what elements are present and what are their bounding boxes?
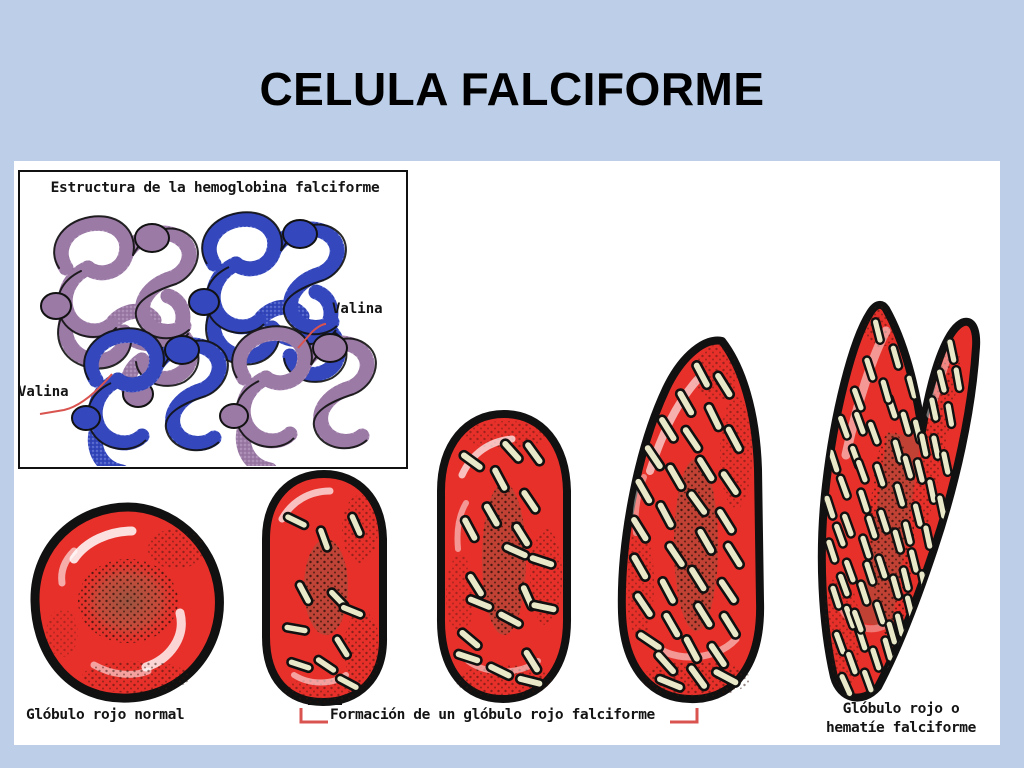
cell-stage-3 [436,410,572,703]
cell-sickle [817,300,981,702]
bracket-left [299,708,328,724]
page-title: CELULA FALCIFORME [259,63,765,115]
caption-sickle-line2: hematíe falciforme [826,720,976,736]
caption-formation: Formación de un glóbulo rojo falciforme [330,707,655,723]
cell-stage-2 [262,470,388,706]
caption-sickle-cell: Glóbulo rojo o hematíe falciforme [826,700,976,738]
valina-leader-right [297,323,327,349]
figure-panel: Estructura de la hemoglobina falciforme [14,161,1000,745]
caption-sickle-line1: Glóbulo rojo o [842,701,960,717]
inset-title: Estructura de la hemoglobina falciforme [50,180,380,196]
valina-label-left: Valina [18,384,69,400]
valina-leader-left [39,373,113,415]
cell-normal [30,502,224,703]
bracket-right [670,708,699,724]
caption-normal-cell: Glóbulo rojo normal [26,707,185,723]
hemoglobin-structure-inset: Estructura de la hemoglobina falciforme [18,170,408,469]
cell-stage-4 [617,336,765,704]
hemoglobin-subunits-diagram [39,211,377,466]
valina-label-right: Valina [332,301,383,317]
